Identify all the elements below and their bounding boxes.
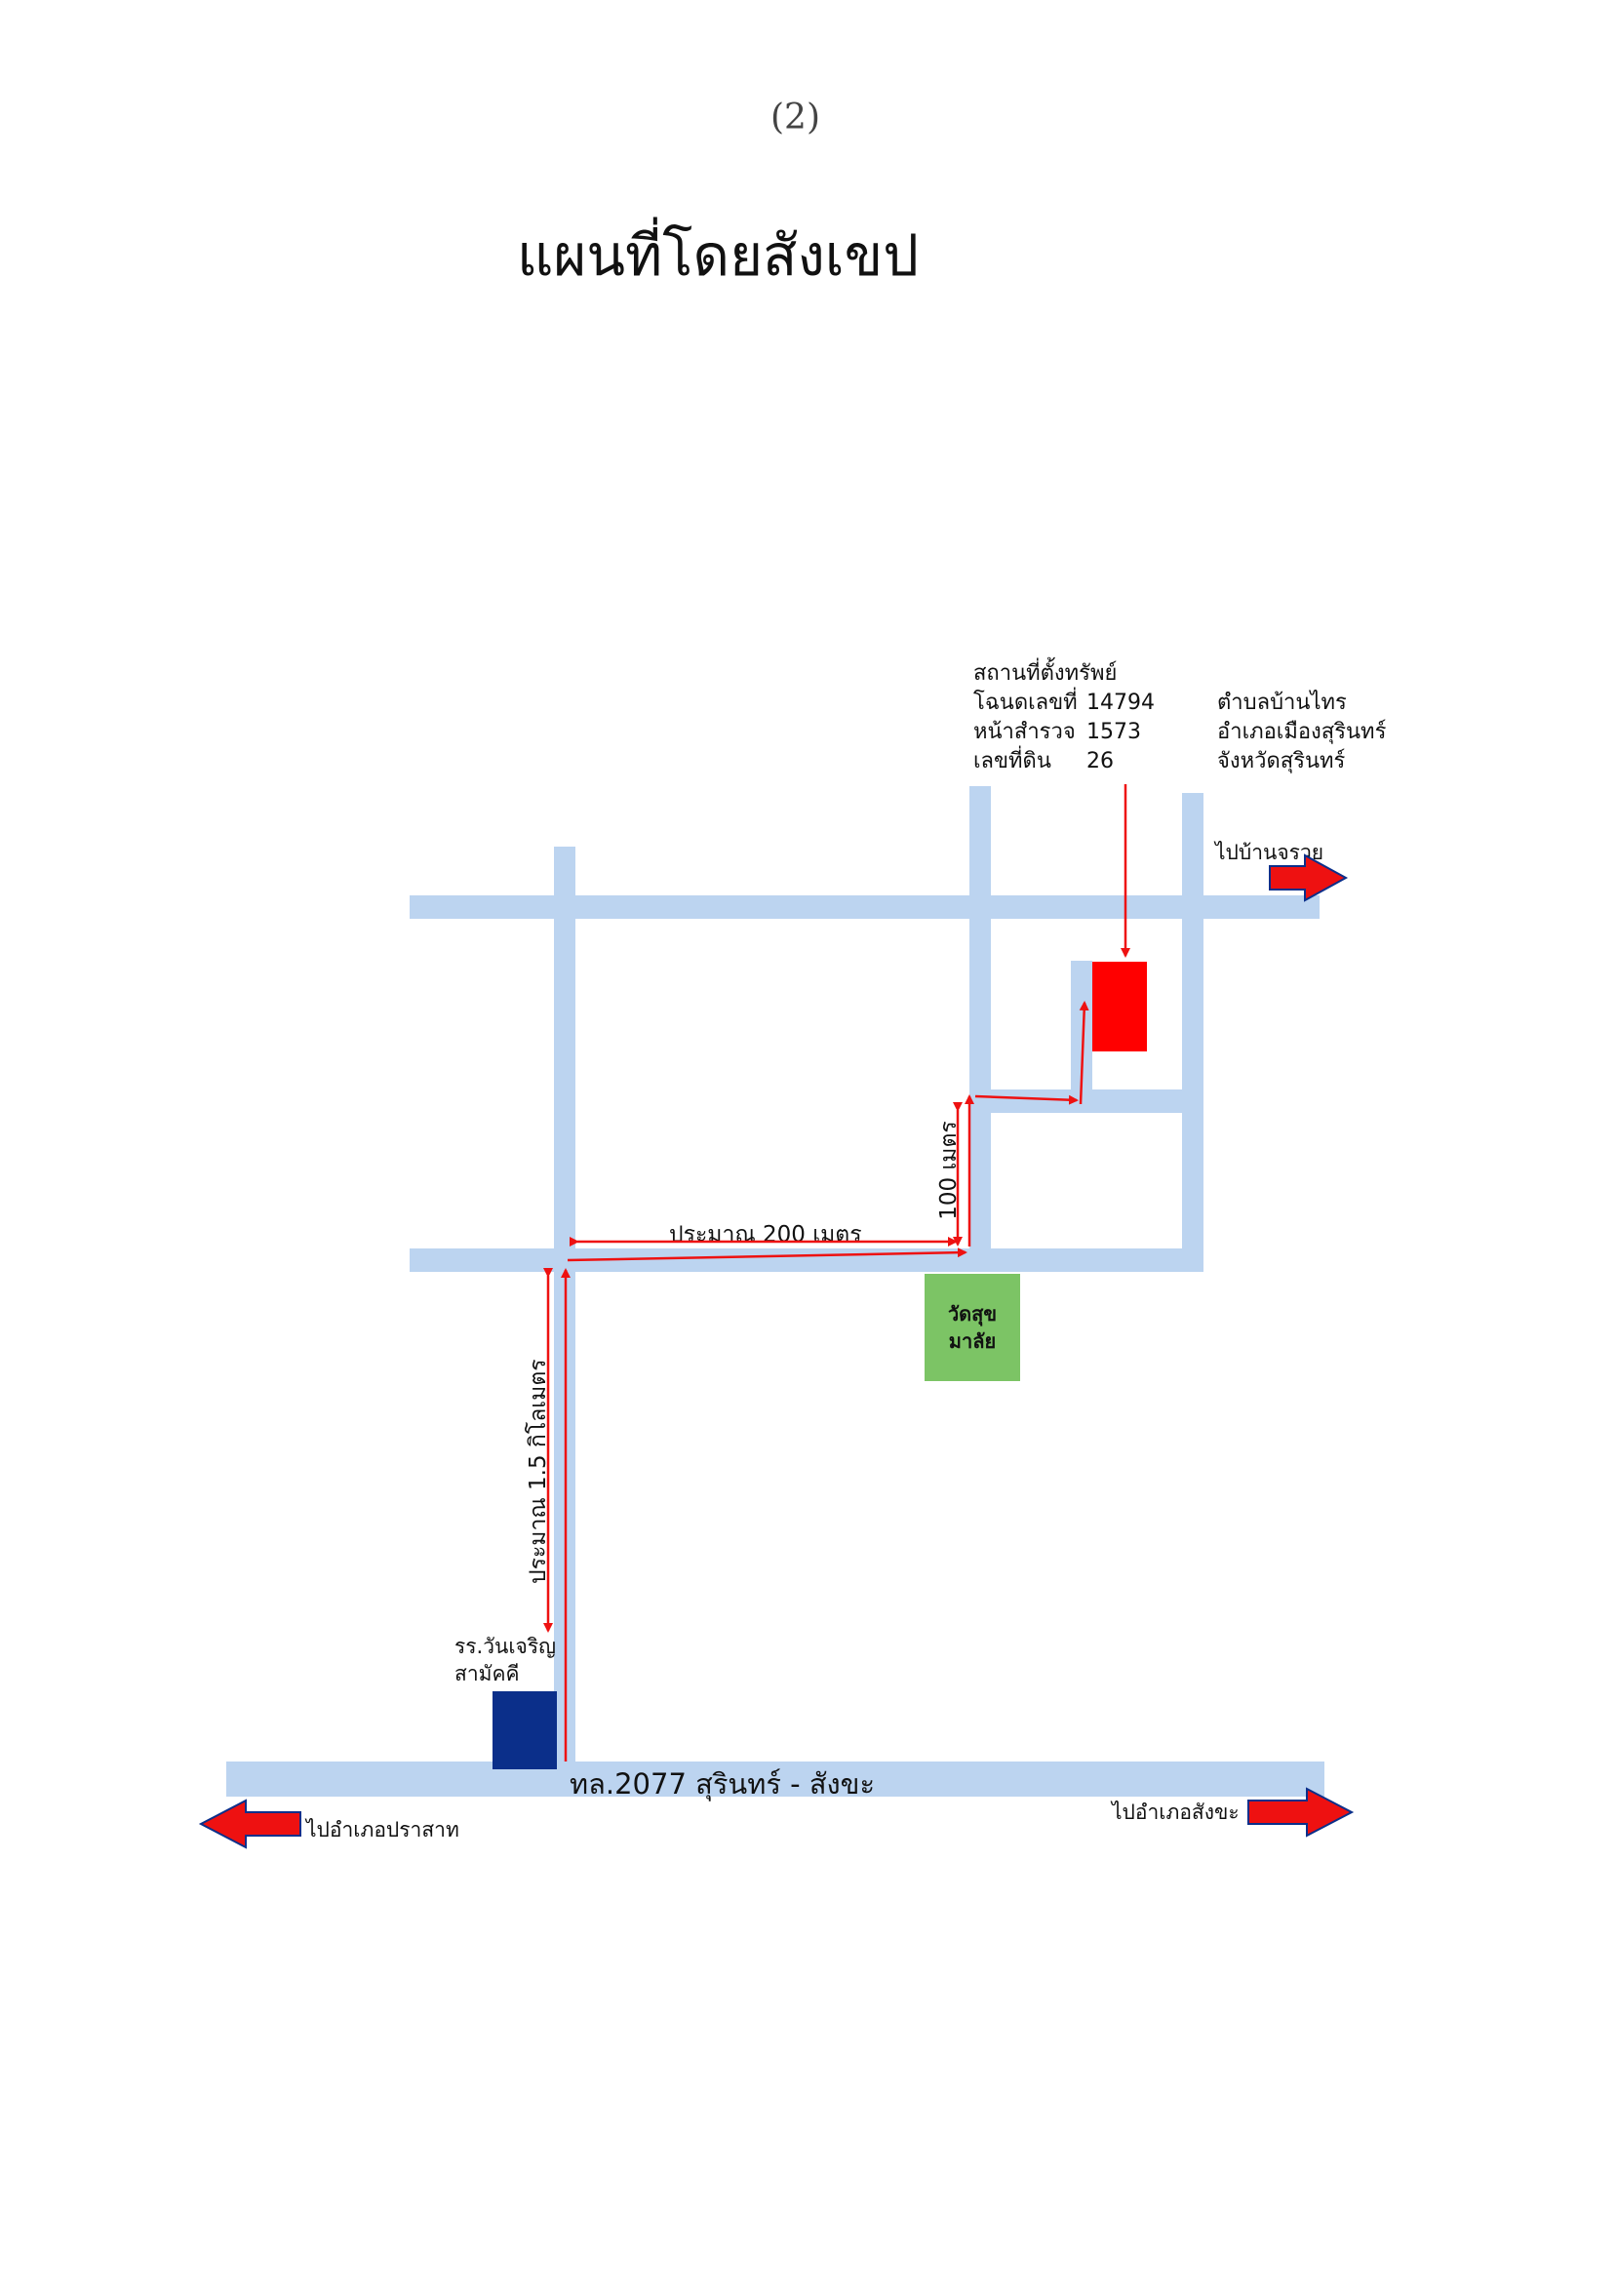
direction-label-sangkha: ไปอำเภอสังขะ bbox=[1112, 1801, 1240, 1824]
subdistrict-value: ตำบลบ้านไทร bbox=[1217, 691, 1347, 715]
temple-label-line1: วัดสุข bbox=[947, 1302, 998, 1326]
temple-label-line2: มาลัย bbox=[948, 1329, 997, 1353]
direction-label-prasat: ไปอำเภอปราสาท bbox=[306, 1818, 459, 1841]
property-info-row: หน้าสำรวจ 1573 อำเภอเมืองสุรินทร์ bbox=[973, 718, 1386, 747]
route-line-east bbox=[567, 1247, 967, 1262]
district-value: อำเภอเมืองสุรินทร์ bbox=[1217, 720, 1387, 744]
highway-label: ทล.2077 สุรินทร์ - สังขะ bbox=[570, 1767, 876, 1801]
school-label-line1: รร.วันเจริญ bbox=[454, 1635, 557, 1658]
survey-page-value: 1573 bbox=[1086, 720, 1141, 744]
province-value: จังหวัดสุรินทร์ bbox=[1217, 749, 1346, 773]
road-middle-horizontal bbox=[410, 1248, 1202, 1272]
road-east-vertical bbox=[1182, 793, 1203, 1272]
property-info-row: เลขที่ดิน 26 จังหวัดสุรินทร์ bbox=[973, 747, 1386, 776]
survey-page-label: หน้าสำรวจ bbox=[973, 720, 1076, 744]
direction-arrow-right-top bbox=[1269, 853, 1349, 902]
direction-arrow-right-bottom bbox=[1247, 1787, 1355, 1838]
property-info-heading: สถานที่ตั้งทรัพย์ bbox=[973, 661, 1118, 686]
road-parcel-access bbox=[1071, 961, 1092, 1102]
school-wan-charoen-samakkhi bbox=[493, 1691, 557, 1769]
deed-number-value: 14794 bbox=[1086, 691, 1155, 715]
property-parcel bbox=[1092, 962, 1147, 1051]
deed-number-label: โฉนดเลขที่ bbox=[973, 691, 1078, 715]
direction-arrow-left-bottom bbox=[198, 1799, 301, 1849]
land-number-label: เลขที่ดิน bbox=[973, 749, 1051, 773]
route-line-soi-east bbox=[974, 1094, 1079, 1105]
temple-wat-suk-malai: วัดสุข มาลัย bbox=[925, 1274, 1020, 1381]
property-info-row: โฉนดเลขที่ 14794 ตำบลบ้านไทร bbox=[973, 689, 1386, 718]
road-highway-2077 bbox=[226, 1762, 1324, 1797]
school-label-line2: สามัคคี bbox=[454, 1662, 520, 1685]
handwritten-page-number: (2) bbox=[770, 98, 820, 138]
property-info: สถานที่ตั้งทรัพย์ โฉนดเลขที่ 14794 ตำบลบ… bbox=[973, 659, 1386, 776]
road-center-vertical bbox=[969, 786, 991, 1272]
page-title: แผนที่โดยสังเขป bbox=[517, 222, 920, 289]
route-line-to-parcel bbox=[1079, 1001, 1089, 1105]
land-number-value: 26 bbox=[1086, 749, 1114, 773]
